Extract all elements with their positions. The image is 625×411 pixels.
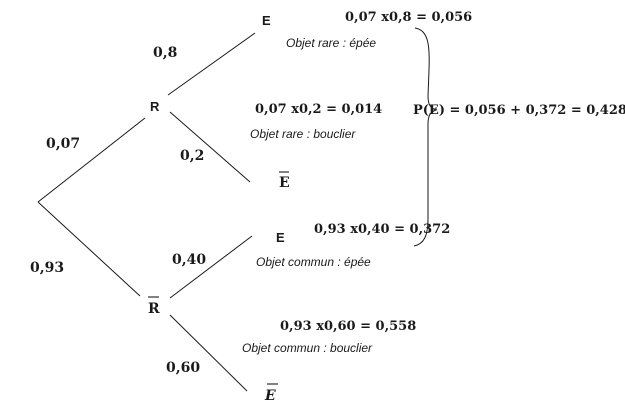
edge-root-R [37,117,146,203]
prob-Rbar: 0,93 [30,260,64,276]
note-Rbar-E: Objet commun : épée [256,255,371,269]
edge-root-Rbar [37,201,141,297]
prob-R: 0,07 [46,136,80,152]
node-E-bottom: E [276,230,285,245]
node-Rbar-letter: R [148,301,160,317]
calc-Rbar-E: 0,93 x0,40 = 0,372 [314,222,450,237]
total-probability: P(E) = 0,056 + 0,372 = 0,428 [413,103,625,118]
prob-R-E: 0,8 [153,45,177,61]
note-R-E: Objet rare : épée [286,36,376,50]
edge-R-E [167,32,256,96]
node-Ebar-bottom: E [264,383,278,404]
note-R-Ebar: Objet rare : bouclier [250,127,356,141]
calc-R-Ebar: 0,07 x0,2 = 0,014 [255,102,382,117]
node-Ebar-top-letter: E [279,175,290,191]
calc-Rbar-Ebar: 0,93 x0,60 = 0,558 [280,319,416,334]
calc-R-E: 0,07 x0,8 = 0,056 [345,10,472,25]
curly-brace [413,27,438,247]
prob-Rbar-Ebar: 0,60 [166,360,200,376]
node-R: R [150,99,160,114]
prob-Rbar-E: 0,40 [172,252,206,268]
node-Ebar-top: E [279,171,290,191]
edge-Rbar-Ebar [169,314,248,392]
note-Rbar-Ebar: Objet commun : bouclier [242,341,373,355]
node-Ebar-bottom-letter: E [264,388,276,404]
node-Rbar: R [148,296,160,317]
prob-R-Ebar: 0,2 [180,148,204,164]
node-E-top: E [262,13,271,28]
edge-R-Ebar [169,111,251,183]
edge-Rbar-E [169,235,253,299]
